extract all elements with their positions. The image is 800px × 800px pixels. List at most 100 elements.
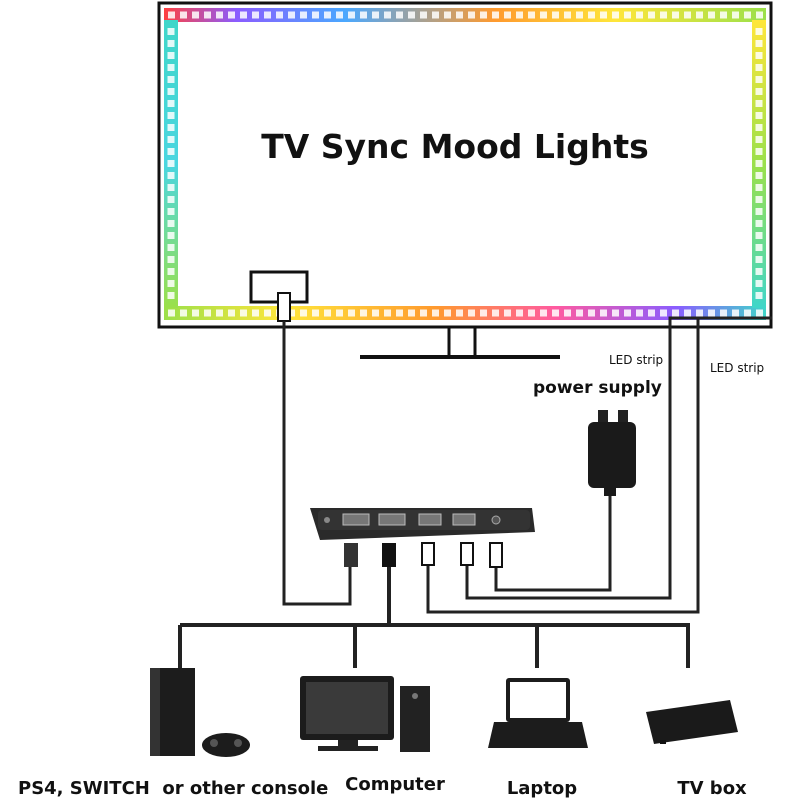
led-dot: [684, 11, 691, 19]
led-strip-cable-2: [426, 316, 772, 614]
title: TV Sync Mood Lights: [261, 127, 649, 166]
game-console-icon: [150, 668, 250, 757]
device-label-laptop: Laptop: [507, 778, 577, 799]
led-dot: [612, 11, 619, 19]
led-dot: [396, 11, 403, 19]
led-dot: [192, 11, 199, 19]
laptop-icon: [488, 678, 588, 748]
led-dot: [755, 208, 763, 215]
led-dot: [600, 309, 607, 317]
led-dot: [576, 11, 583, 19]
led-dot: [240, 11, 247, 19]
led-dot: [167, 256, 175, 263]
led-dot: [708, 309, 715, 317]
led-dot: [408, 11, 415, 19]
led-dot: [180, 11, 187, 19]
led-dot: [252, 11, 259, 19]
led-dot: [167, 40, 175, 47]
led-dot: [300, 309, 307, 317]
led-dot: [167, 64, 175, 71]
led-dot: [167, 172, 175, 179]
led-dot: [480, 11, 487, 19]
hdmi-in-plug-icon: [382, 543, 396, 567]
led-dot: [167, 208, 175, 215]
led-dot: [720, 11, 727, 19]
led-dot: [216, 11, 223, 19]
sync-box-icon: [310, 508, 535, 540]
led-dot: [384, 11, 391, 19]
led-dot: [588, 309, 595, 317]
led-dot: [755, 232, 763, 239]
led-dot: [180, 309, 187, 317]
led-dot: [588, 11, 595, 19]
led-dot: [204, 11, 211, 19]
led-dot: [348, 11, 355, 19]
led-dot: [755, 220, 763, 227]
led-dot: [192, 309, 199, 317]
connector-plugs: [344, 542, 503, 568]
led-dot: [636, 309, 643, 317]
device-label-computer: Computer: [345, 774, 445, 795]
led-dot: [167, 160, 175, 167]
led-dot: [456, 309, 463, 317]
led-dot: [276, 11, 283, 19]
led-dot: [528, 309, 535, 317]
led-dots: [167, 11, 763, 317]
power-cable: [494, 490, 612, 592]
led-dot: [755, 76, 763, 83]
led-dot: [167, 136, 175, 143]
led-dot: [755, 244, 763, 251]
led-dot: [624, 309, 631, 317]
desktop-computer-icon: [300, 676, 430, 752]
led-dot: [336, 11, 343, 19]
led-dot: [312, 11, 319, 19]
led-dot: [468, 309, 475, 317]
led-dot: [636, 11, 643, 19]
device-label-tv-box: TV box: [677, 778, 747, 799]
led-dot: [396, 309, 403, 317]
led-dot: [755, 40, 763, 47]
led-dot: [167, 268, 175, 275]
led-dot: [755, 112, 763, 119]
led-dot: [696, 309, 703, 317]
led-dot: [755, 184, 763, 191]
led-dot: [264, 11, 271, 19]
led-dot: [744, 309, 751, 317]
led-dot: [696, 11, 703, 19]
led-dot: [167, 184, 175, 191]
led-dot: [167, 124, 175, 131]
led-dot: [312, 309, 319, 317]
led-dot: [167, 280, 175, 287]
led-dot: [516, 11, 523, 19]
led-dot: [324, 309, 331, 317]
led-dot: [755, 64, 763, 71]
led-dot: [432, 309, 439, 317]
led-dot: [755, 88, 763, 95]
led-dot: [732, 309, 739, 317]
led-dot: [672, 309, 679, 317]
led-dot: [708, 11, 715, 19]
usb-plug-icon: [277, 292, 291, 322]
led-dot: [167, 100, 175, 107]
led-dot: [660, 11, 667, 19]
led-dot: [612, 309, 619, 317]
led-dot: [432, 11, 439, 19]
led-dot: [216, 309, 223, 317]
led-dot: [755, 28, 763, 35]
led-dot: [576, 309, 583, 317]
led-dot: [204, 309, 211, 317]
camera-cable: [282, 321, 352, 606]
led-dot: [755, 292, 763, 299]
tv: TV Sync Mood Lights: [157, 1, 773, 359]
led-dot: [492, 309, 499, 317]
led-dot: [552, 309, 559, 317]
led-dot: [552, 11, 559, 19]
led-dot: [564, 11, 571, 19]
led-dot: [600, 11, 607, 19]
tv-stand-neck: [447, 325, 477, 359]
led-dot: [624, 11, 631, 19]
led-dot: [755, 280, 763, 287]
led-dot: [324, 11, 331, 19]
led-dot: [372, 309, 379, 317]
